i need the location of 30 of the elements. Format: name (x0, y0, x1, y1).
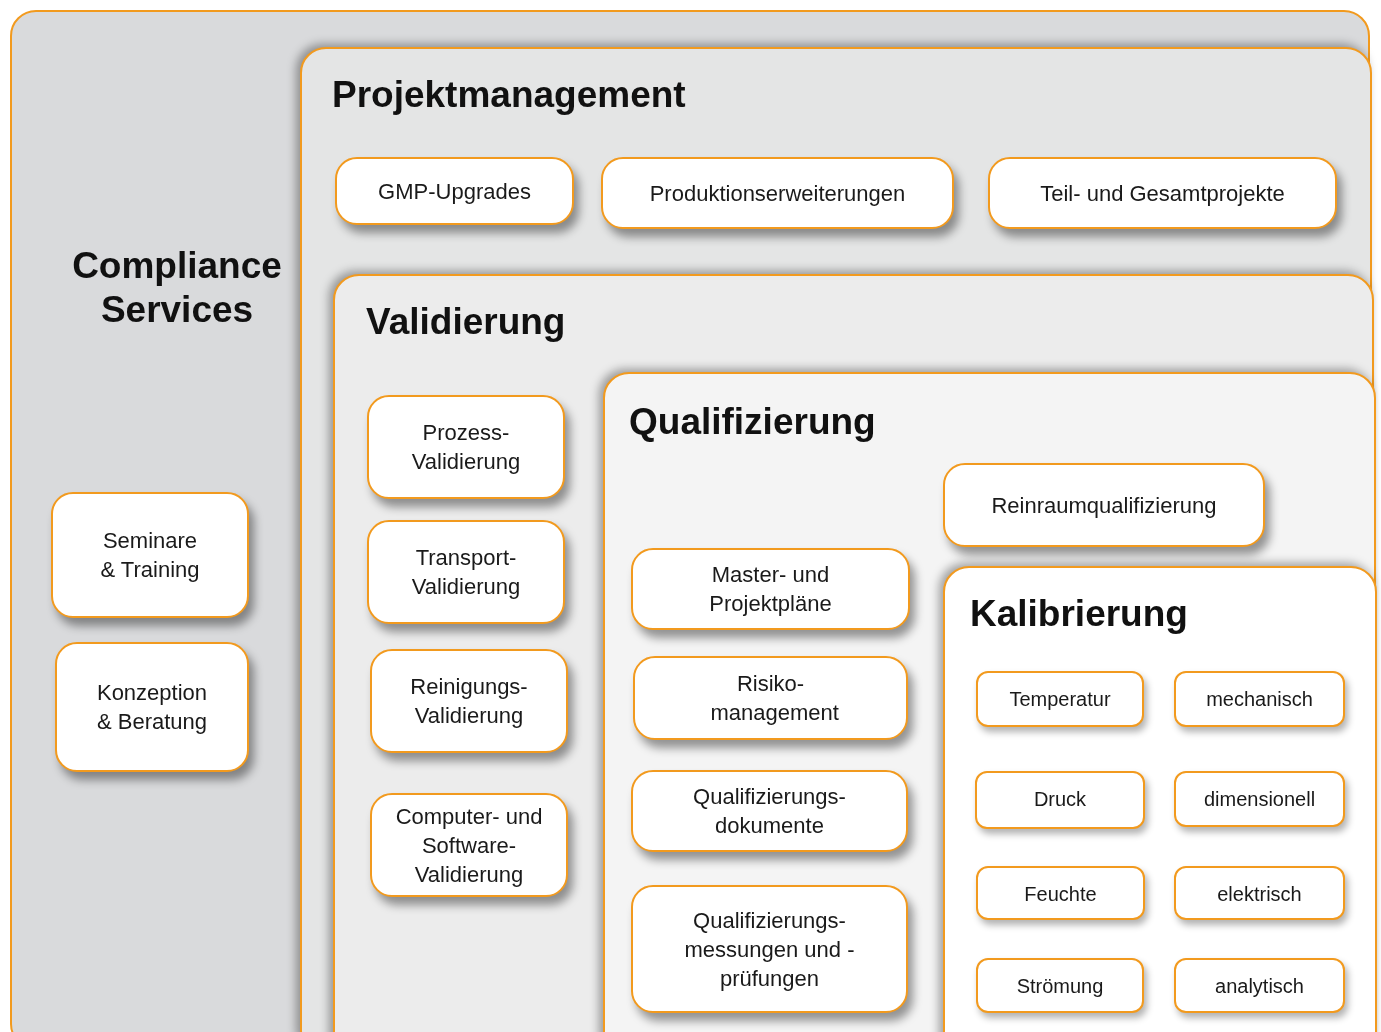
section-heading: Compliance Services (71, 244, 283, 332)
section-panel (943, 566, 1377, 1032)
category-box: Temperatur (976, 671, 1144, 727)
service-box: Konzeption & Beratung (55, 642, 249, 772)
service-box: Prozess- Validierung (367, 395, 565, 499)
service-box: Reinigungs- Validierung (370, 649, 568, 753)
service-box: Qualifizierungs- dokumente (631, 770, 908, 852)
section-panel (603, 372, 1376, 1032)
service-box: Reinraumqualifizierung (943, 463, 1265, 547)
category-box: elektrisch (1174, 866, 1345, 920)
category-box: mechanisch (1174, 671, 1345, 727)
service-box: Master- und Projektpläne (631, 548, 910, 630)
category-box: Strömung (976, 958, 1144, 1013)
service-box: Transport- Validierung (367, 520, 565, 624)
service-box: Produktionserweiterungen (601, 157, 954, 229)
service-box: Seminare & Training (51, 492, 249, 618)
section-heading: Kalibrierung (970, 592, 1188, 636)
service-box: GMP-Upgrades (335, 157, 574, 225)
category-box: analytisch (1174, 958, 1345, 1013)
service-box: Qualifizierungs- messungen und -prüfungen (631, 885, 908, 1013)
category-box: dimensionell (1174, 771, 1345, 827)
section-heading: Validierung (366, 300, 566, 344)
category-box: Feuchte (976, 866, 1145, 920)
category-box: Druck (975, 771, 1145, 829)
section-heading: Qualifizierung (629, 400, 876, 444)
service-box: Computer- und Software- Validierung (370, 793, 568, 897)
section-heading: Projektmanagement (332, 73, 686, 117)
section-panel (333, 274, 1374, 1032)
service-box: Teil- und Gesamtprojekte (988, 157, 1337, 229)
service-box: Risiko- management (633, 656, 908, 740)
